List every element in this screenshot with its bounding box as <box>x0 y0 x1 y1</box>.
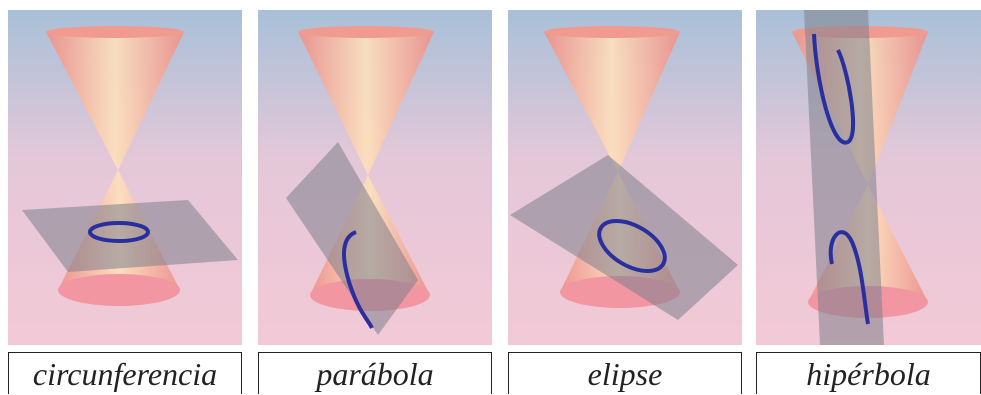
upper-cone <box>298 32 434 175</box>
cutting-plane <box>286 142 418 335</box>
upper-cone <box>46 32 184 170</box>
caption-circle: circunferencia <box>8 352 242 394</box>
parabola-curve <box>341 230 374 329</box>
caption-hyperbola: hipérbola <box>756 352 981 394</box>
caption-circle-text: circunferencia <box>32 355 218 392</box>
parabola-illustration <box>258 10 492 345</box>
ellipse-illustration <box>508 10 742 345</box>
cutting-plane <box>22 200 238 272</box>
upper-cone-rim <box>544 26 680 38</box>
panel-ellipse <box>508 10 742 345</box>
lower-cone-base <box>58 274 180 306</box>
hyperbola-lower-branch <box>828 230 870 325</box>
circle-curve <box>88 221 150 243</box>
cutting-plane <box>510 155 738 320</box>
upper-cone <box>544 32 680 172</box>
caption-parabola-text: parábola <box>316 355 434 392</box>
upper-cone-rim <box>46 26 184 38</box>
ellipse-curve <box>597 219 667 273</box>
caption-parabola: parábola <box>258 352 492 394</box>
caption-ellipse: elipse <box>508 352 742 394</box>
panel-parabola <box>258 10 492 345</box>
caption-ellipse-text: elipse <box>587 355 663 392</box>
upper-cone-rim <box>298 26 434 38</box>
panel-circle <box>8 10 242 345</box>
hyperbola-illustration <box>756 10 981 345</box>
panel-hyperbola <box>756 10 981 345</box>
caption-hyperbola-text: hipérbola <box>806 355 931 392</box>
circle-illustration <box>8 10 242 345</box>
hyperbola-upper-branch <box>812 33 855 145</box>
